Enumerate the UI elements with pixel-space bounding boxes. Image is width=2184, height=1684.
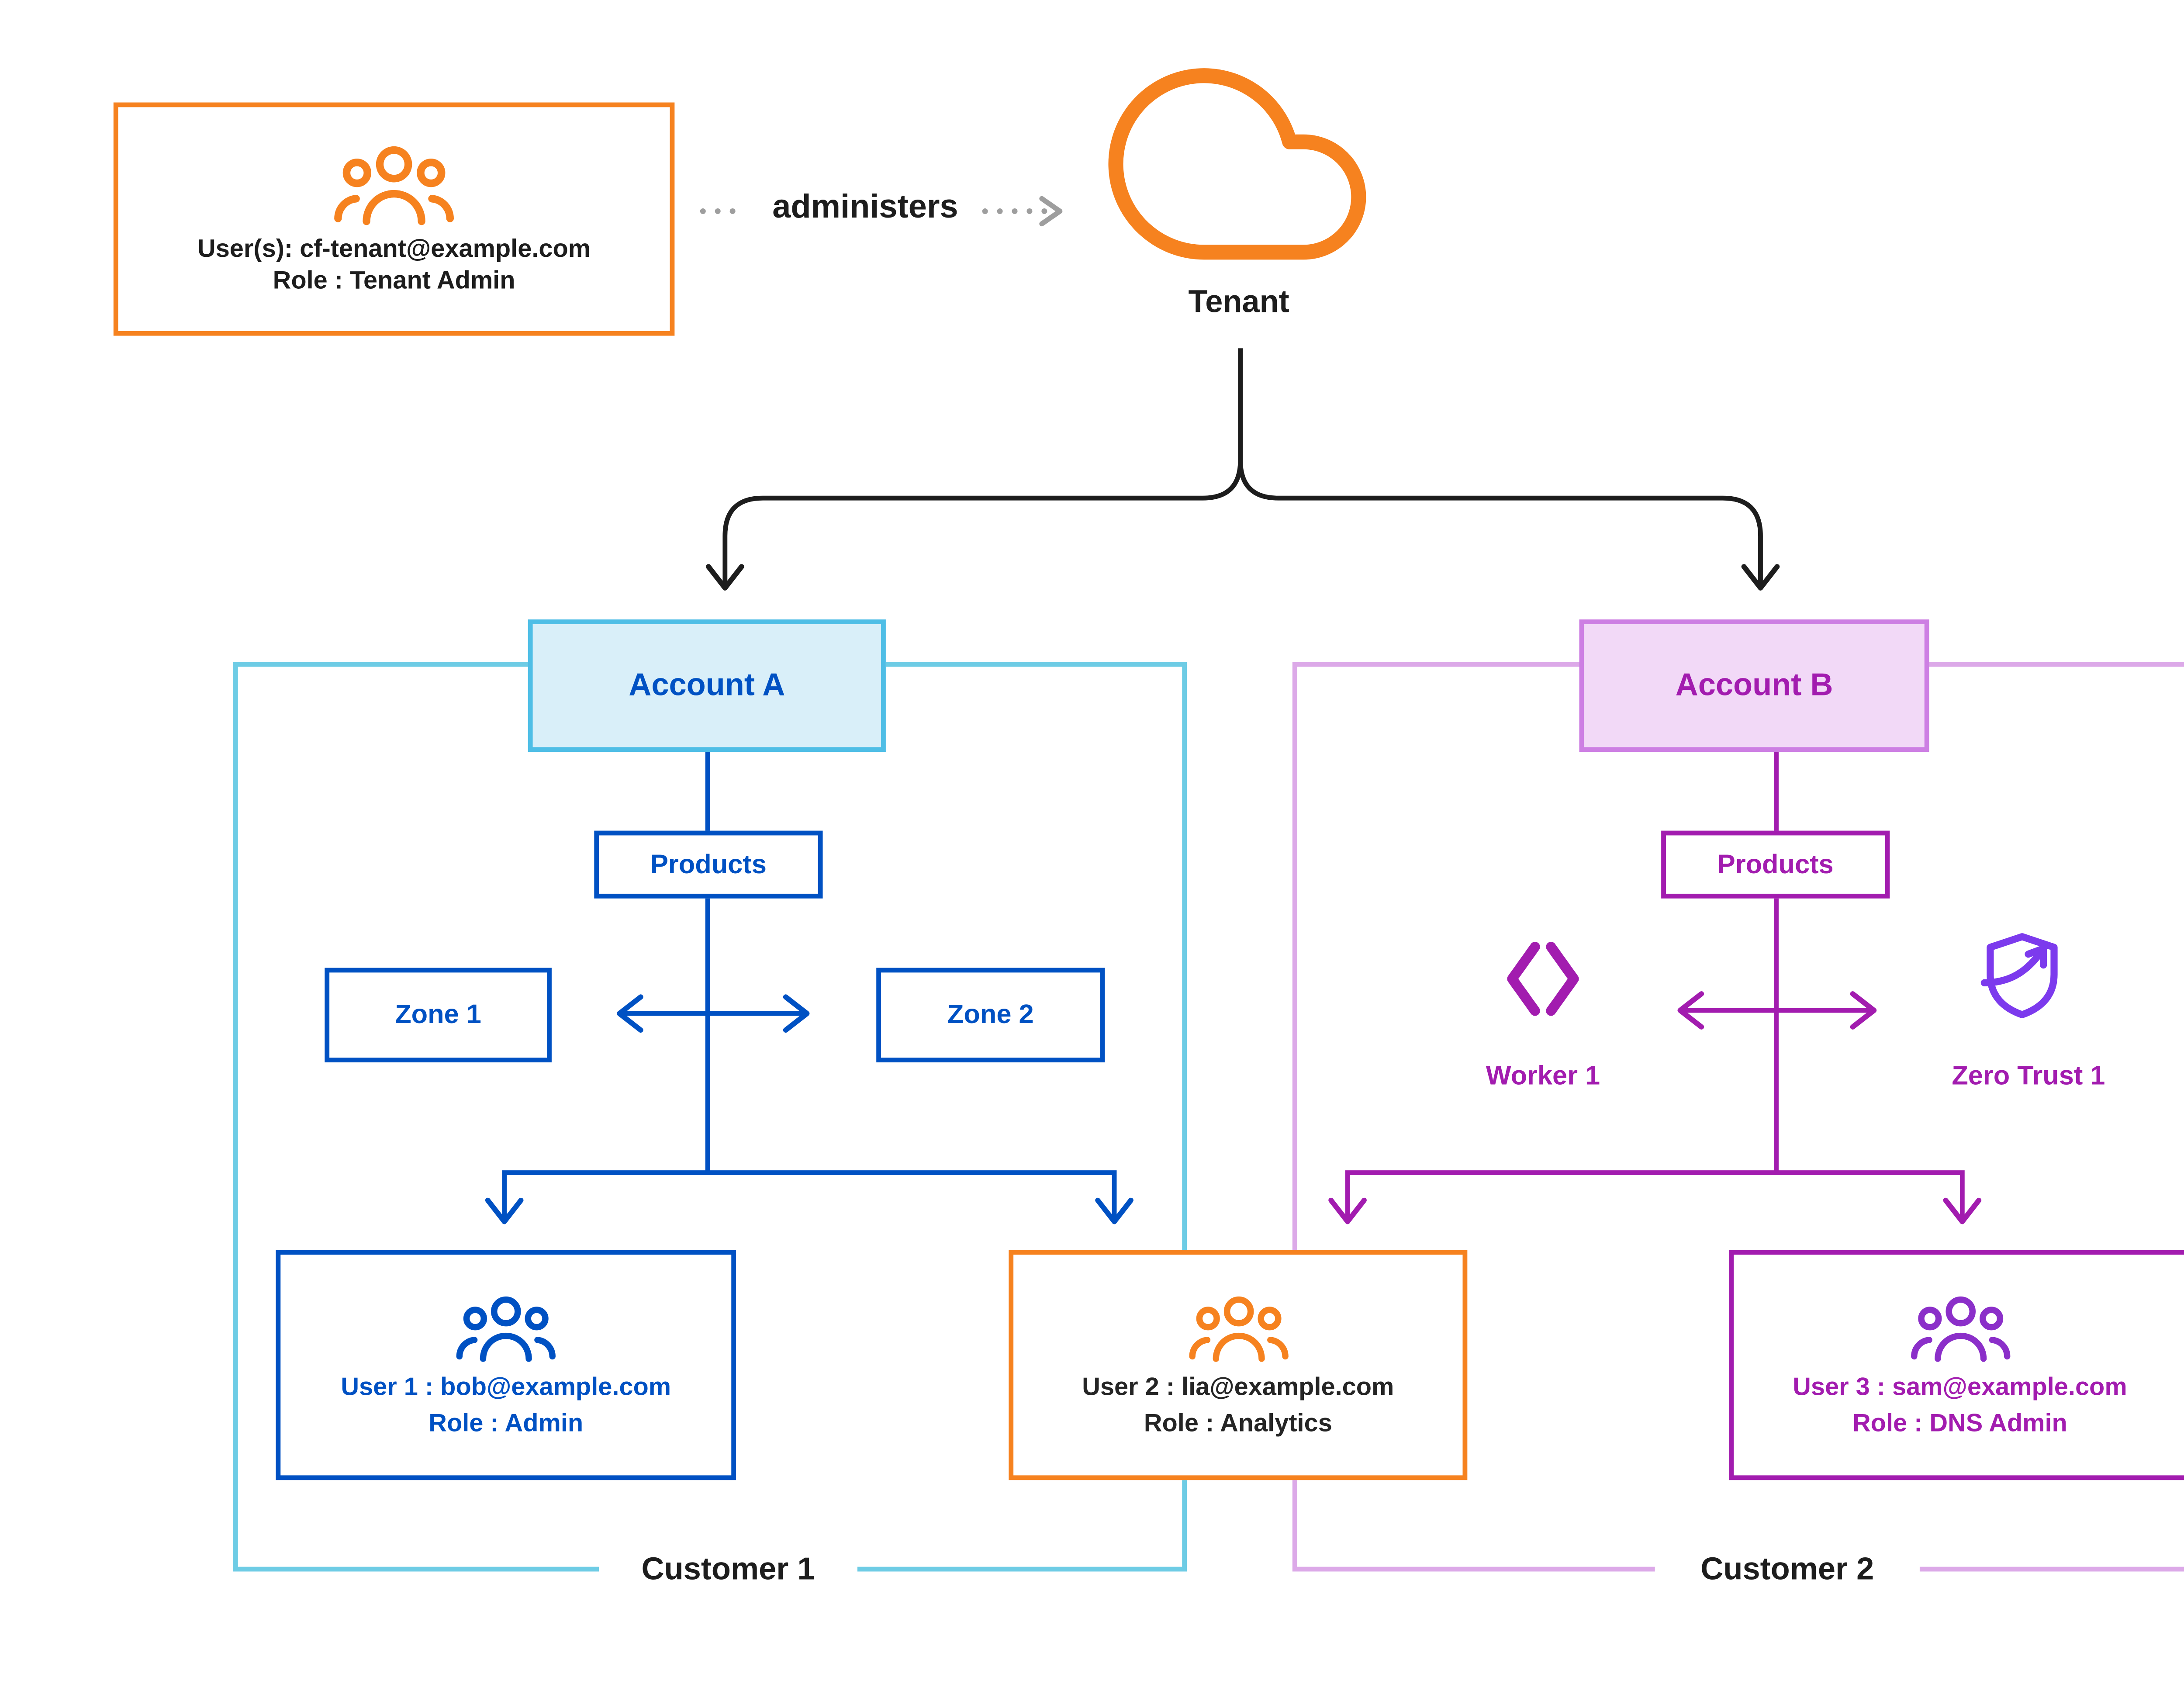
tenant-split-connector: [705, 348, 1780, 591]
users-group-icon: [456, 1294, 556, 1363]
user3-role: Role : DNS Admin: [1852, 1411, 2067, 1438]
tenant-admin-box: User(s): cf-tenant@example.com Role : Te…: [113, 102, 675, 336]
workers-brackets-icon: [1497, 933, 1589, 1024]
zero-trust1-label: Zero Trust 1: [1952, 1061, 2105, 1091]
account-b-label: Account B: [1675, 667, 1833, 702]
cloud-icon: [1105, 31, 1369, 296]
worker1-label: Worker 1: [1486, 1061, 1600, 1091]
tenant-admin-role: Role : Tenant Admin: [273, 267, 515, 294]
products-a-box: Products: [594, 830, 823, 899]
user1-box: User 1 : bob@example.com Role : Admin: [276, 1250, 736, 1480]
users-group-icon: [1909, 1294, 2010, 1363]
administers-label: administers: [772, 189, 958, 225]
zone2-box: Zone 2: [876, 968, 1105, 1062]
tenant-admin-users: User(s): cf-tenant@example.com: [197, 235, 591, 263]
account-b-box: Account B: [1579, 619, 1929, 752]
users-group-icon: [332, 143, 455, 226]
products-b-label: Products: [1717, 849, 1834, 879]
account-a-label: Account A: [629, 667, 785, 702]
account-a-tree-connector: [485, 752, 1133, 1224]
account-a-box: Account A: [528, 619, 886, 752]
customer1-label: Customer 1: [599, 1546, 857, 1594]
user2-name: User 2 : lia@example.com: [1082, 1374, 1394, 1401]
user2-role: Role : Analytics: [1144, 1411, 1332, 1438]
shield-arrow-icon: [1975, 928, 2069, 1023]
administers-dotted-arrow: [700, 196, 1063, 227]
zone1-label: Zone 1: [395, 999, 481, 1030]
user1-role: Role : Admin: [429, 1411, 584, 1438]
customer2-label: Customer 2: [1655, 1546, 1920, 1594]
tenant-label: Tenant: [1188, 285, 1289, 320]
customer1-label-text: Customer 1: [641, 1552, 815, 1587]
user3-box: User 3 : sam@example.com Role : DNS Admi…: [1729, 1250, 2184, 1480]
user1-name: User 1 : bob@example.com: [341, 1374, 671, 1401]
user2-box: User 2 : lia@example.com Role : Analytic…: [1009, 1250, 1468, 1480]
customer2-label-text: Customer 2: [1700, 1552, 1874, 1587]
products-a-label: Products: [650, 849, 767, 879]
account-b-tree-connector: [1328, 752, 1982, 1224]
user3-name: User 3 : sam@example.com: [1793, 1374, 2127, 1401]
products-b-box: Products: [1661, 830, 1890, 899]
zone2-label: Zone 2: [947, 999, 1034, 1030]
zone1-box: Zone 1: [325, 968, 552, 1062]
users-group-icon: [1188, 1294, 1289, 1363]
